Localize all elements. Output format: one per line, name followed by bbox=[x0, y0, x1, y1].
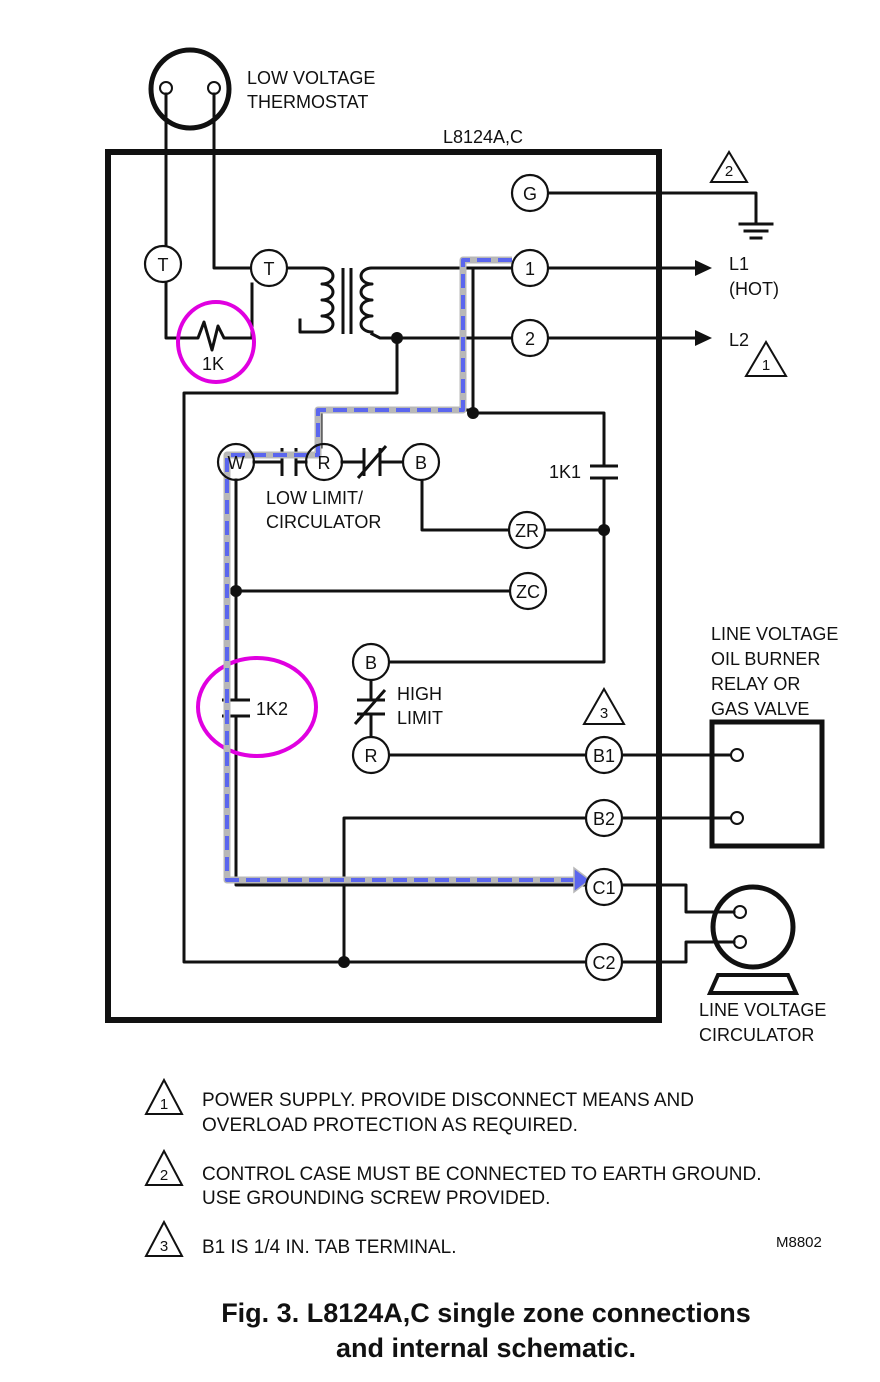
circulator-motor bbox=[706, 884, 800, 995]
junction-dot bbox=[391, 332, 403, 344]
terminal-zc: ZC bbox=[508, 571, 548, 611]
terminal-w: W bbox=[216, 442, 256, 482]
l1-arrow bbox=[695, 260, 712, 276]
ground-note-marker: 2 bbox=[725, 163, 733, 180]
svg-text:ZC: ZC bbox=[516, 582, 540, 602]
note-1-line2: OVERLOAD PROTECTION AS REQUIRED. bbox=[202, 1115, 578, 1136]
svg-text:1: 1 bbox=[525, 259, 535, 279]
burner-label-line4: GAS VALVE bbox=[711, 699, 809, 719]
l2-note-marker: 1 bbox=[762, 357, 770, 374]
low-limit-label-line2: CIRCULATOR bbox=[266, 512, 381, 532]
1k1-branch bbox=[388, 411, 606, 664]
c2-to-circulator-wire bbox=[620, 940, 736, 964]
b-to-zr-wire bbox=[420, 478, 510, 532]
svg-text:B1: B1 bbox=[593, 746, 615, 766]
control-case-outline bbox=[105, 149, 662, 1023]
terminal-zr: ZR bbox=[507, 510, 547, 550]
terminal-b2: B2 bbox=[584, 798, 624, 838]
circulator-label-line2: CIRCULATOR bbox=[699, 1025, 814, 1045]
svg-text:B2: B2 bbox=[593, 809, 615, 829]
svg-text:T: T bbox=[264, 259, 275, 279]
caption-line1: Fig. 3. L8124A,C single zone connections bbox=[221, 1298, 751, 1328]
high-limit-label-line2: LIMIT bbox=[397, 708, 443, 728]
note-1-line1: POWER SUPPLY. PROVIDE DISCONNECT MEANS A… bbox=[202, 1090, 694, 1111]
terminal-c1: C1 bbox=[584, 867, 624, 907]
burner-label-line1: LINE VOLTAGE bbox=[711, 624, 838, 644]
note-3: 3 B1 IS 1/4 IN. TAB TERMINAL. bbox=[144, 1219, 456, 1258]
svg-text:T: T bbox=[158, 255, 169, 275]
secondary-to-terminal-2 bbox=[369, 331, 514, 340]
b1-note-triangle bbox=[582, 686, 626, 725]
thermostat-label-line2: THERMOSTAT bbox=[247, 92, 368, 112]
burner-terminal bbox=[730, 811, 744, 825]
transformer bbox=[284, 266, 374, 334]
note-1: 1 POWER SUPPLY. PROVIDE DISCONNECT MEANS… bbox=[144, 1077, 694, 1136]
svg-text:B: B bbox=[415, 453, 427, 473]
highlighted-current-path bbox=[223, 256, 592, 894]
svg-text:B: B bbox=[365, 653, 377, 673]
l1-label-line2: (HOT) bbox=[729, 279, 779, 299]
svg-text:C1: C1 bbox=[592, 878, 615, 898]
burner-terminal bbox=[730, 748, 744, 762]
terminal-1: 1 bbox=[510, 248, 550, 288]
thermostat-lead-right bbox=[212, 92, 254, 270]
svg-text:2: 2 bbox=[160, 1167, 168, 1184]
svg-text:R: R bbox=[318, 453, 331, 473]
resistor-label: 1K bbox=[202, 354, 224, 374]
svg-text:ZR: ZR bbox=[515, 521, 539, 541]
l2-bus-wire bbox=[182, 336, 606, 964]
b1-note-marker: 3 bbox=[600, 705, 608, 722]
resistor-highlight-circle bbox=[176, 300, 256, 384]
terminal-r-mid: R bbox=[351, 735, 391, 775]
l2-note-triangle bbox=[744, 340, 788, 377]
low-limit-switch bbox=[356, 445, 388, 479]
l2-arrow bbox=[695, 330, 712, 346]
thermostat: LOW VOLTAGE THERMOSTAT bbox=[148, 47, 375, 131]
high-limit-label-line1: HIGH bbox=[397, 684, 442, 704]
caption-line2: and internal schematic. bbox=[336, 1333, 636, 1363]
svg-text:W: W bbox=[228, 453, 245, 473]
current-path-arrow bbox=[573, 866, 592, 894]
svg-text:C2: C2 bbox=[592, 953, 615, 973]
svg-text:G: G bbox=[523, 184, 537, 204]
ground-connection: 2 bbox=[546, 150, 774, 240]
relay-contact-1k1: 1K1 bbox=[549, 462, 618, 482]
svg-text:R: R bbox=[365, 746, 378, 766]
terminal-b-top: B bbox=[401, 442, 441, 482]
terminal-r-top: R bbox=[304, 442, 344, 482]
terminal-t-outer: T bbox=[143, 244, 183, 284]
burner-relay-box bbox=[709, 719, 825, 849]
note-2-line1: CONTROL CASE MUST BE CONNECTED TO EARTH … bbox=[202, 1164, 762, 1185]
terminal-2: 2 bbox=[510, 318, 550, 358]
relay-contact-1k1-label: 1K1 bbox=[549, 462, 581, 482]
terminal-b-mid: B bbox=[351, 642, 391, 682]
low-limit-label-line1: LOW LIMIT/ bbox=[266, 488, 363, 508]
burner-label-line3: RELAY OR bbox=[711, 674, 800, 694]
relay-1k2-highlight-circle bbox=[196, 656, 318, 758]
relay-contact-1k2-label: 1K2 bbox=[256, 699, 288, 719]
b2-wire bbox=[342, 816, 588, 964]
figure-code: M8802 bbox=[776, 1234, 822, 1251]
terminal-c2: C2 bbox=[584, 942, 624, 982]
svg-text:2: 2 bbox=[525, 329, 535, 349]
l2-label: L2 bbox=[729, 330, 749, 350]
junction-dot bbox=[338, 956, 350, 968]
note-3-line1: B1 IS 1/4 IN. TAB TERMINAL. bbox=[202, 1237, 456, 1258]
terminal-t-inner: T bbox=[249, 248, 289, 288]
l1-label-line1: L1 bbox=[729, 254, 749, 274]
note-2-line2: USE GROUNDING SCREW PROVIDED. bbox=[202, 1188, 550, 1209]
c1-to-circulator-wire bbox=[620, 883, 736, 914]
svg-text:3: 3 bbox=[160, 1238, 168, 1255]
circulator-label-line1: LINE VOLTAGE bbox=[699, 1000, 826, 1020]
terminal-g: G bbox=[510, 173, 550, 213]
burner-label-line2: OIL BURNER bbox=[711, 649, 820, 669]
thermostat-label-line1: LOW VOLTAGE bbox=[247, 68, 375, 88]
note-2: 2 CONTROL CASE MUST BE CONNECTED TO EART… bbox=[144, 1148, 762, 1209]
terminal-b1: B1 bbox=[584, 735, 624, 775]
device-model-label: L8124A,C bbox=[443, 127, 523, 147]
high-limit-switch bbox=[353, 689, 387, 725]
svg-text:1: 1 bbox=[160, 1096, 168, 1113]
